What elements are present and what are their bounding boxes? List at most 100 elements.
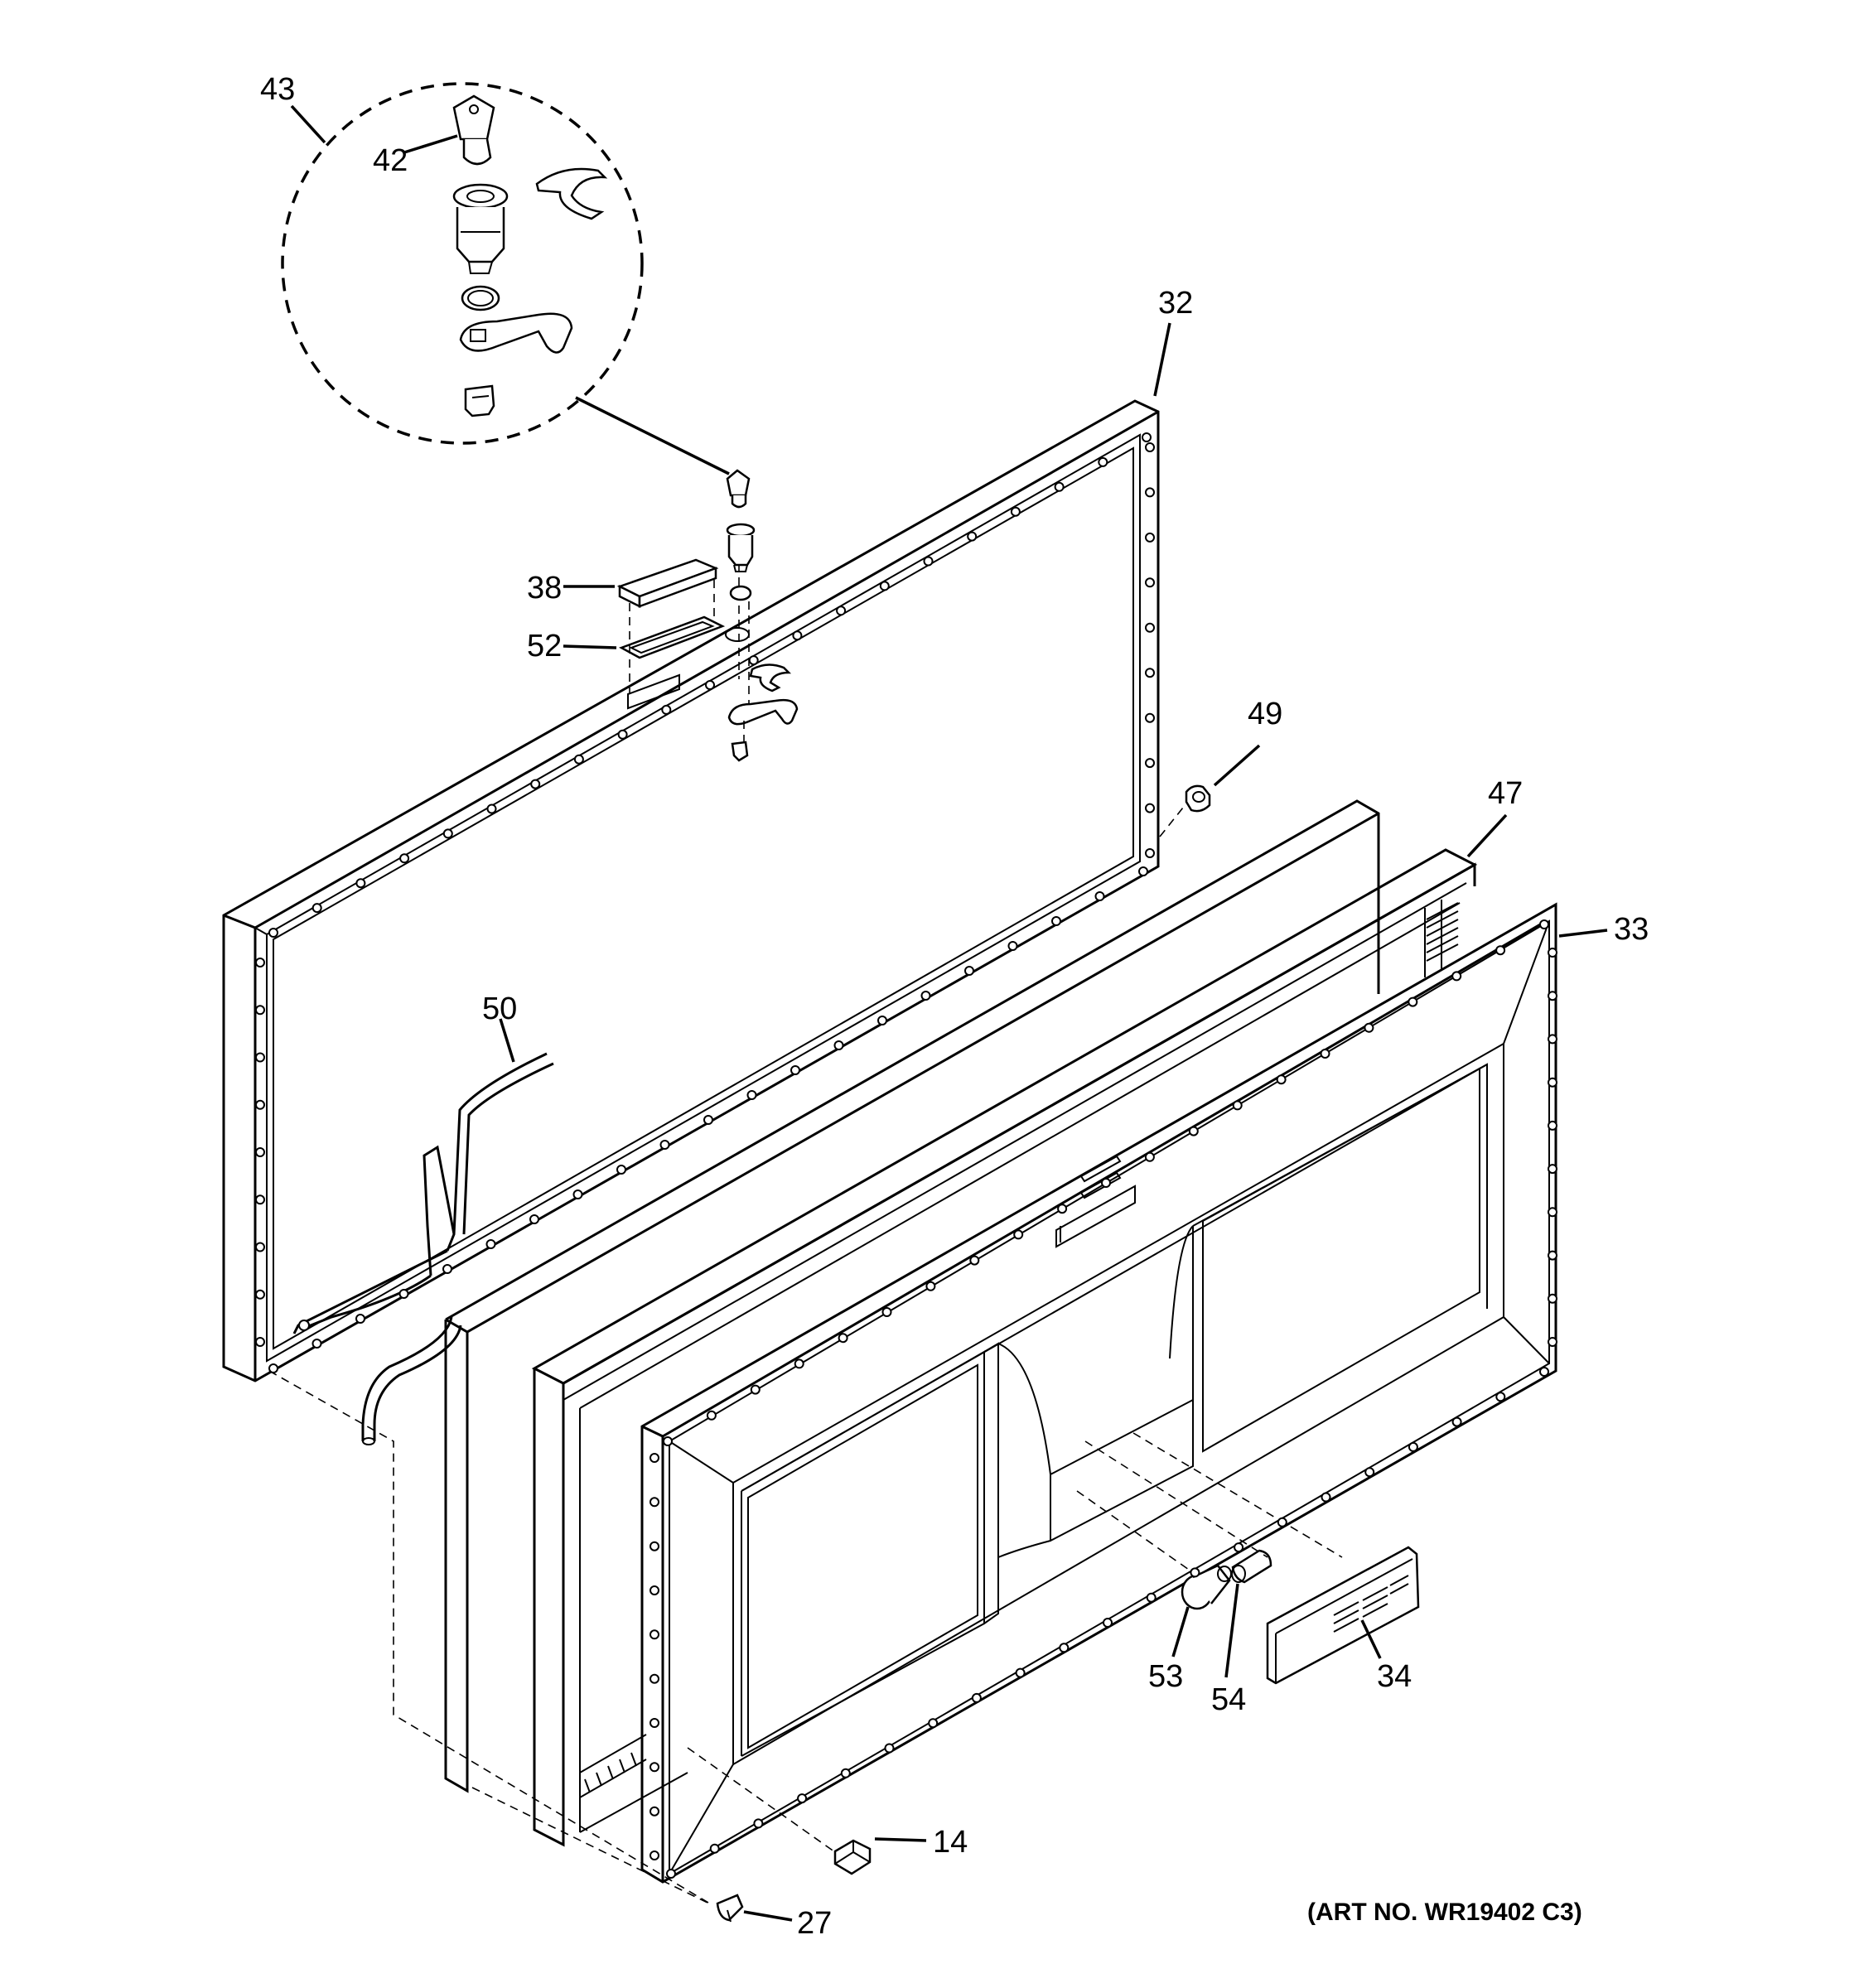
lock-cam-part <box>459 312 573 354</box>
callout-52: 52 <box>527 629 562 663</box>
mounting-hole <box>1145 668 1155 678</box>
callout-43: 43 <box>260 72 295 107</box>
mounting-hole <box>1144 1151 1155 1162</box>
gasket-52 <box>618 615 726 659</box>
mounting-hole <box>1051 916 1061 926</box>
mounting-hole <box>355 878 366 889</box>
mounting-hole <box>616 1165 626 1175</box>
gasket-frame-47 <box>531 848 1478 1847</box>
mounting-hole <box>794 1358 804 1369</box>
handle-plate-38 <box>616 558 719 609</box>
mounting-hole <box>1276 1074 1287 1085</box>
mounting-hole <box>750 1384 761 1395</box>
mounting-hole <box>753 1818 764 1829</box>
mounting-hole <box>1145 487 1155 498</box>
mounting-hole <box>650 1673 659 1684</box>
callout-53: 53 <box>1148 1659 1183 1694</box>
mounting-hole <box>1451 971 1462 982</box>
callout-38: 38 <box>527 571 562 606</box>
mounting-hole <box>920 991 931 1001</box>
mounting-hole <box>971 1692 982 1703</box>
mounting-hole <box>650 1629 659 1640</box>
mounting-hole <box>486 803 497 814</box>
mounting-hole <box>836 606 847 616</box>
mounting-holes <box>255 432 1557 1879</box>
mounting-hole <box>923 556 934 567</box>
mounting-hole <box>1145 622 1155 633</box>
mounting-hole <box>1548 948 1557 958</box>
mounting-hole <box>485 1239 496 1249</box>
mounting-hole <box>964 966 974 976</box>
bumper-49 <box>1185 784 1211 813</box>
mounting-hole <box>1548 1034 1557 1045</box>
mounting-hole <box>877 1016 887 1025</box>
mounting-hole <box>1548 1337 1557 1347</box>
mounting-hole <box>572 1189 583 1199</box>
mounting-hole <box>650 1585 659 1595</box>
switch-14 <box>833 1839 872 1875</box>
mounting-hole <box>1145 758 1155 769</box>
mounting-hole <box>1548 1164 1557 1175</box>
mounting-hole <box>797 1793 808 1804</box>
mounting-hole <box>1548 1077 1557 1088</box>
mounting-hole <box>967 531 978 542</box>
mounting-hole <box>1145 442 1155 452</box>
mounting-hole <box>1548 1120 1557 1131</box>
mounting-hole <box>442 1264 452 1274</box>
insulation-panel <box>444 799 1380 1793</box>
mounting-hole <box>703 1115 713 1125</box>
mounting-hole <box>650 1850 659 1860</box>
mounting-hole <box>969 1255 980 1266</box>
mounting-hole <box>838 1333 848 1344</box>
socket-53 <box>1181 1564 1232 1610</box>
mounting-hole <box>255 1242 265 1252</box>
mounting-hole <box>1145 532 1155 543</box>
mounting-hole <box>398 1289 409 1299</box>
mounting-hole <box>1408 1441 1418 1452</box>
mounting-hole <box>1054 481 1065 492</box>
lock-assembly-on-door <box>725 469 799 762</box>
mounting-hole <box>255 1147 265 1157</box>
mounting-hole <box>748 655 759 666</box>
mounting-hole <box>650 1806 659 1817</box>
mounting-hole <box>663 1436 673 1446</box>
mounting-hole <box>1408 996 1418 1007</box>
callout-34: 34 <box>1377 1659 1412 1694</box>
mounting-hole <box>268 1363 278 1373</box>
mounting-hole <box>706 1410 717 1421</box>
mounting-hole <box>1145 803 1155 813</box>
clip-part-upper <box>535 167 608 220</box>
mounting-hole <box>255 1005 265 1016</box>
mounting-hole <box>1007 941 1018 951</box>
mounting-hole <box>650 1762 659 1773</box>
vent-grille-34 <box>1266 1546 1420 1685</box>
mounting-hole <box>1277 1517 1287 1527</box>
callout-42: 42 <box>373 143 408 178</box>
mounting-hole <box>1138 866 1148 876</box>
mounting-hole <box>650 1453 659 1463</box>
callout-27: 27 <box>797 1906 832 1941</box>
mounting-hole <box>790 1065 800 1075</box>
mounting-hole <box>1548 1293 1557 1304</box>
door-frame-32 <box>222 399 1160 1382</box>
mounting-hole <box>268 928 278 938</box>
callout-49: 49 <box>1248 697 1282 731</box>
mounting-hole <box>1190 1567 1200 1578</box>
mounting-hole <box>1232 1100 1243 1111</box>
mounting-hole <box>879 581 890 591</box>
mounting-hole <box>650 1541 659 1551</box>
callout-47: 47 <box>1488 776 1523 811</box>
mounting-hole <box>650 1718 659 1728</box>
mounting-hole <box>709 1843 720 1854</box>
art-number: (ART NO. WR19402 C3) <box>1307 1899 1582 1926</box>
mounting-hole <box>255 1194 265 1205</box>
mounting-hole <box>881 1307 892 1317</box>
lock-cylinder-part <box>452 183 509 274</box>
mounting-hole <box>1539 1367 1549 1377</box>
mounting-hole <box>1548 1207 1557 1218</box>
mounting-hole <box>255 1337 265 1347</box>
callout-54: 54 <box>1211 1682 1246 1717</box>
screw-part <box>464 384 495 417</box>
detail-leader-line <box>575 396 730 475</box>
mounting-hole <box>1015 1667 1026 1678</box>
